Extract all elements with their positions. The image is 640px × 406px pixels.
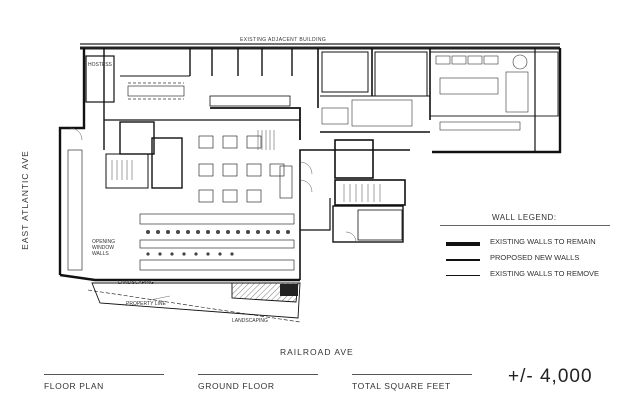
street-east-atlantic: EAST ATLANTIC AVE: [20, 150, 30, 250]
legend-label-new: PROPOSED NEW WALLS: [490, 253, 580, 262]
adjacent-building-label: EXISTING ADJACENT BUILDING: [240, 37, 326, 43]
legend-title: WALL LEGEND:: [492, 213, 557, 222]
legend-item-remain: EXISTING WALLS TO REMAIN: [440, 237, 610, 249]
kitchen-equipment: [321, 54, 529, 131]
building-outline: [58, 48, 562, 323]
legend-item-new: PROPOSED NEW WALLS: [440, 253, 610, 265]
square-feet-value: +/- 4,000: [508, 366, 593, 387]
legend-item-remove: EXISTING WALLS TO REMOVE: [440, 269, 610, 281]
door-swings: [69, 127, 357, 243]
street-railroad: RAILROAD AVE: [280, 347, 354, 357]
landscaping-left-label: LANDSCAPING: [118, 280, 154, 286]
footer-rule-1: [44, 374, 164, 375]
banquet-table: [127, 82, 185, 100]
opening-window-walls-label-1: OPENING: [92, 239, 115, 245]
wall-legend: WALL LEGEND: EXISTING WALLS TO REMAIN PR…: [440, 213, 610, 278]
legend-swatch-thin: [446, 275, 480, 276]
legend-swatch-heavy: [446, 242, 480, 246]
bar-stools: [146, 230, 290, 256]
legend-rule: [440, 225, 610, 226]
bar-counter: [67, 149, 295, 271]
dining-tables: [198, 135, 293, 203]
opening-window-walls-label-2: WINDOW: [92, 245, 114, 251]
footer-ground-floor: GROUND FLOOR: [198, 381, 275, 391]
landscaping-bottom-label: LANDSCAPING: [232, 318, 268, 324]
legend-label-remove: EXISTING WALLS TO REMOVE: [490, 269, 600, 278]
property-line-label: PROPERTY LINE: [126, 301, 166, 307]
legend-swatch-medium: [446, 259, 480, 261]
opening-window-walls-label-3: WALLS: [92, 251, 109, 257]
stairs: [111, 130, 381, 202]
hostess-label: HOSTESS: [88, 62, 113, 68]
footer-rule-3: [352, 374, 472, 375]
footer-rule-2: [198, 374, 318, 375]
adjacent-building-band: EXISTING ADJACENT BUILDING: [80, 37, 560, 50]
planter-strip: [280, 284, 298, 296]
footer-floor-plan: FLOOR PLAN: [44, 381, 104, 391]
legend-label-remain: EXISTING WALLS TO REMAIN: [490, 237, 596, 246]
footer-total-square-feet: TOTAL SQUARE FEET: [352, 381, 451, 391]
